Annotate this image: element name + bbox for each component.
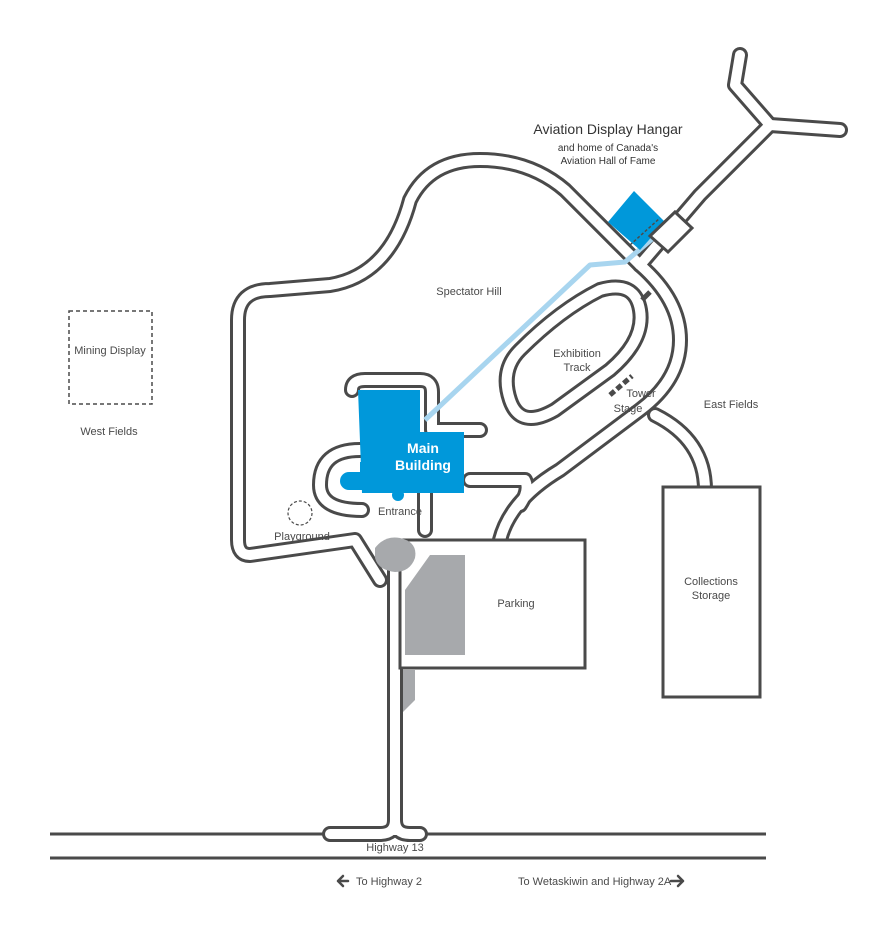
hangar-subtitle-1: and home of Canada's bbox=[558, 143, 658, 154]
tower-label: Tower bbox=[626, 388, 656, 400]
arrow-left-icon bbox=[336, 874, 350, 888]
main-building-label-1: Main bbox=[407, 440, 439, 456]
west-fields-label: West Fields bbox=[80, 426, 138, 438]
stage-label: Stage bbox=[614, 403, 643, 415]
walkway-to-hangar bbox=[423, 226, 667, 422]
mining-display-area bbox=[68, 310, 153, 405]
collections-label-2: Storage bbox=[692, 590, 731, 602]
tower-stage-marker bbox=[608, 290, 652, 397]
collections-storage-building bbox=[661, 485, 762, 699]
arrow-right-icon bbox=[669, 874, 685, 888]
exhibition-track-label-1: Exhibition bbox=[553, 348, 601, 360]
parking-label: Parking bbox=[497, 598, 534, 610]
playground-label: Playground bbox=[274, 531, 330, 543]
main-building-label-2: Building bbox=[395, 457, 451, 473]
playground-area bbox=[287, 500, 313, 526]
entrance-label: Entrance bbox=[378, 506, 422, 518]
hangar-title: Aviation Display Hangar bbox=[533, 121, 682, 137]
mining-display-label: Mining Display bbox=[74, 345, 146, 357]
collections-label-1: Collections bbox=[684, 576, 738, 588]
road-network-inner bbox=[233, 50, 845, 839]
east-fields-label: East Fields bbox=[704, 399, 759, 411]
exhibition-track-label-2: Track bbox=[563, 362, 591, 374]
parking-lot bbox=[375, 537, 587, 712]
hangar-subtitle-2: Aviation Hall of Fame bbox=[561, 156, 656, 167]
main-building bbox=[340, 390, 464, 501]
to-wetaskiwin-label: To Wetaskiwin and Highway 2A bbox=[518, 876, 672, 888]
spectator-hill-label: Spectator Hill bbox=[436, 286, 501, 298]
to-highway-2-label: To Highway 2 bbox=[356, 876, 422, 888]
highway-13-label: Highway 13 bbox=[366, 842, 423, 854]
aviation-hangar-building bbox=[608, 191, 695, 255]
